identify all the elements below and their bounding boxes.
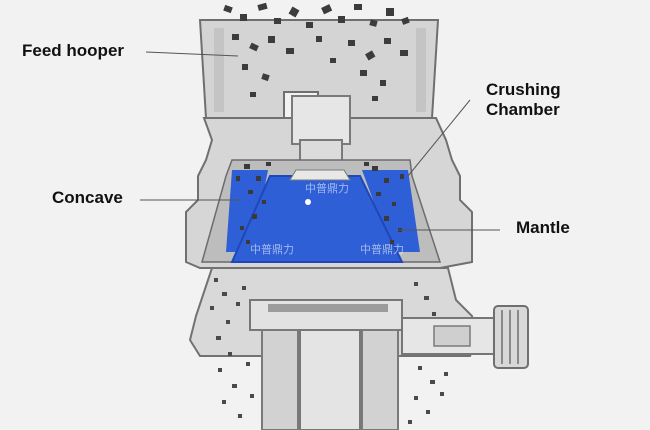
crushing-chamber-leader [407, 99, 471, 177]
feed-rocks [223, 2, 410, 101]
crushing-chamber-label-line1: Crushing [486, 80, 561, 99]
hopper-inner-wall-left [214, 28, 224, 112]
mantle-left-band [226, 170, 268, 252]
hopper-inner-wall-right [416, 28, 426, 112]
feed-hopper-leader [145, 51, 239, 57]
countershaft-bearing [433, 325, 471, 347]
pulley-grooves [501, 310, 519, 364]
mantle-right-band [362, 170, 420, 252]
crushing-chamber-label: Crushing Chamber [486, 80, 561, 120]
watermark: 中普鼎力 [305, 182, 349, 195]
main-shaft-top [291, 95, 351, 145]
gear-teeth [268, 304, 388, 312]
leader-lines [140, 51, 500, 231]
base-support-right [361, 329, 399, 430]
crushing-chamber-label-line2: Chamber [486, 100, 560, 119]
base-support-left [261, 329, 299, 430]
mantle-top [289, 169, 351, 181]
mantle-label: Mantle [516, 218, 570, 237]
mantle-highlight [305, 199, 311, 205]
concave-label: Concave [52, 188, 123, 207]
watermark: 中普鼎力 [250, 243, 294, 256]
feed-hopper-label: Feed hooper [22, 41, 125, 60]
discharge-rocks [210, 278, 448, 424]
main-shaft-bottom [299, 329, 361, 430]
watermark: 中普鼎力 [360, 243, 404, 256]
crushing-chamber-rocks [236, 162, 404, 244]
